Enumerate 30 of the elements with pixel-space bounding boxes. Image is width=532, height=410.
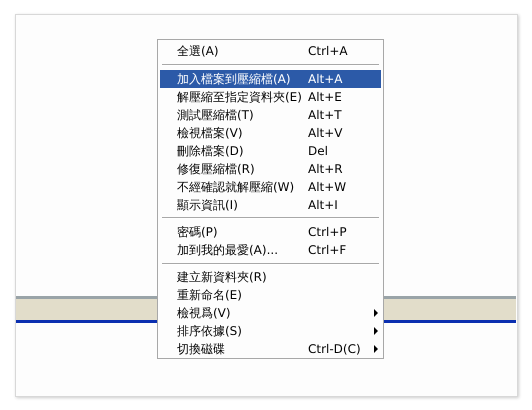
- shortcut-text: Alt+T: [308, 107, 342, 124]
- menu-item-label: 檢視檔案(V): [177, 125, 243, 142]
- menu-item-label: 解壓縮至指定資料夾(E): [177, 89, 302, 106]
- menu-item-label: 排序依據(S): [177, 323, 242, 340]
- highlighted-menu-item: [160, 70, 381, 88]
- menu-item-label: 顯示資訊(I): [177, 197, 238, 214]
- menu-item-label: 全選(A): [177, 43, 219, 60]
- shortcut-text: Alt+V: [308, 125, 343, 142]
- menu-item-label: 刪除檔案(D): [177, 143, 244, 160]
- menu-item-label: 切換磁碟: [177, 341, 225, 358]
- shortcut-text: Ctrl+P: [308, 224, 347, 241]
- shortcut-text: Alt+A: [308, 71, 343, 88]
- menu-item-label: 密碼(P): [177, 224, 218, 241]
- shortcut-text: Alt+I: [308, 197, 338, 214]
- menu-item-label: 重新命名(E): [177, 287, 242, 304]
- shortcut-text: Alt+E: [308, 89, 342, 106]
- shortcut-text: Alt+W: [308, 179, 346, 196]
- shortcut-text: Ctrl+A: [308, 43, 348, 60]
- menu-item-label: 測試壓縮檔(T): [177, 107, 254, 124]
- context-menu: [157, 39, 384, 359]
- menu-item-label: 不經確認就解壓縮(W): [177, 179, 294, 196]
- shortcut-text: Ctrl+F: [308, 242, 346, 259]
- menu-item-label: 加入檔案到壓縮檔(A): [177, 71, 291, 88]
- shortcut-text: Ctrl-D(C): [308, 341, 361, 358]
- menu-item-label: 建立新資料夾(R): [177, 269, 267, 286]
- menu-item-label: 修復壓縮檔(R): [177, 161, 255, 178]
- shortcut-text: Del: [308, 143, 328, 160]
- menu-item-label: 加到我的最愛(A)...: [177, 242, 278, 259]
- shortcut-text: Alt+R: [308, 161, 343, 178]
- menu-item-label: 檢視爲(V): [177, 305, 231, 322]
